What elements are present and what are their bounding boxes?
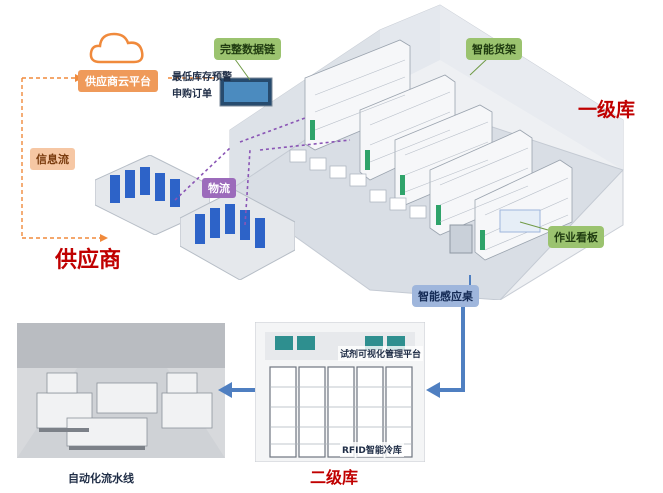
visual-platform-label: 试剂可视化管理平台 bbox=[338, 346, 424, 361]
min-stock-alert-label: 最低库存预警 bbox=[172, 72, 232, 83]
arrow-left-icon bbox=[218, 382, 232, 398]
integrity-chain-label: 完整数据链 bbox=[214, 38, 281, 60]
automation-line-image bbox=[17, 323, 225, 458]
smart-desk-label: 智能感应桌 bbox=[412, 285, 479, 307]
arrow-left-icon bbox=[426, 382, 440, 398]
level2-label: 二级库 bbox=[310, 468, 359, 487]
automation-line-label: 自动化流水线 bbox=[68, 472, 134, 485]
cloud-icon bbox=[89, 32, 144, 64]
smart-shelf-label: 智能货架 bbox=[466, 38, 522, 60]
supplier-label: 供应商 bbox=[55, 248, 122, 273]
logistics-label: 物流 bbox=[202, 178, 236, 198]
info-flow-label: 信息流 bbox=[30, 148, 75, 170]
purchase-order-label: 申购订单 bbox=[172, 89, 212, 100]
supplier-warehouse-1 bbox=[95, 155, 210, 235]
supplier-cloud-platform-label: 供应商云平台 bbox=[78, 70, 158, 92]
work-board-label: 作业看板 bbox=[548, 226, 604, 248]
level1-label: 一级库 bbox=[578, 99, 636, 121]
rfid-cold-storage-label: RFID智能冷库 bbox=[340, 442, 404, 457]
